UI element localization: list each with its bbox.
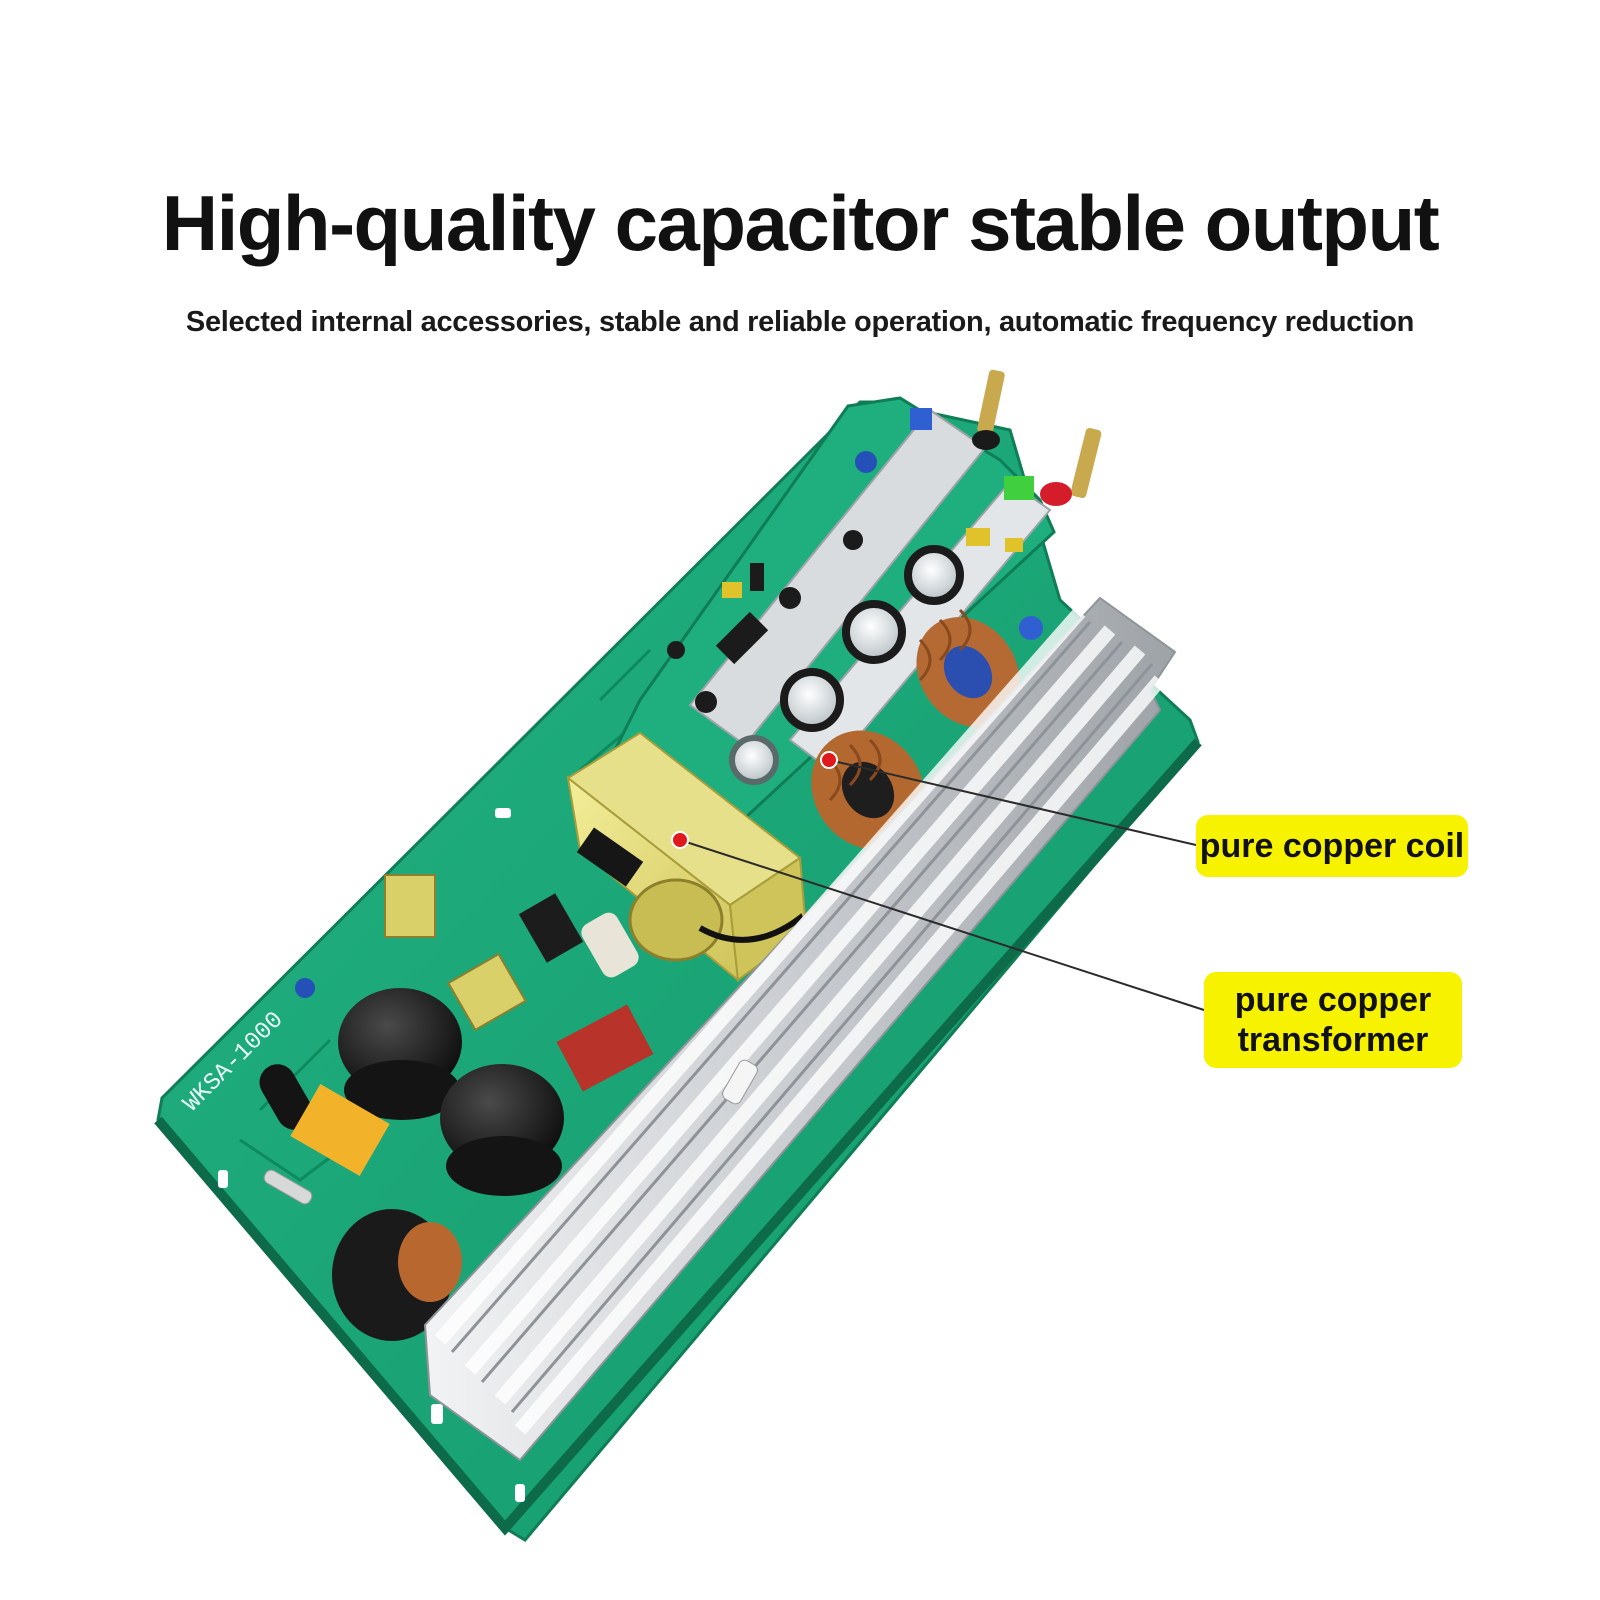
output-terminals: [972, 369, 1102, 506]
coil-marker-dot: [820, 751, 838, 769]
page-subtitle: Selected internal accessories, stable an…: [185, 306, 1415, 338]
aluminum-heatsink: [423, 596, 1177, 1462]
transformer-leader-line: [679, 839, 1205, 1011]
pcb-board: WKSA-1000: [154, 400, 1202, 1542]
coil-callout-label: pure copper coil: [1196, 815, 1468, 877]
x-capacitor: [290, 1084, 390, 1176]
coil-leader-line: [828, 759, 1197, 846]
page-title: High-quality capacitor stable output: [161, 179, 1440, 267]
transformer-callout-line-2: transformer: [1237, 1021, 1429, 1059]
main-transformer: [566, 731, 816, 1151]
input-capacitors: [259, 988, 564, 1196]
trimmer-pot: [910, 408, 932, 430]
transformer-marker-dot: [671, 831, 689, 849]
small-components: [667, 528, 1023, 713]
control-daughter-board: [598, 396, 1056, 857]
aux-transformer: [384, 874, 436, 938]
electrolytic-capacitors: [729, 545, 964, 785]
transformer-callout-line-1: pure copper: [1234, 980, 1432, 1019]
coil-callout-text: pure copper coil: [1199, 826, 1465, 865]
film-capacitor: [556, 1004, 654, 1092]
transformer-callout-label: pure copper transformer: [1204, 972, 1462, 1068]
